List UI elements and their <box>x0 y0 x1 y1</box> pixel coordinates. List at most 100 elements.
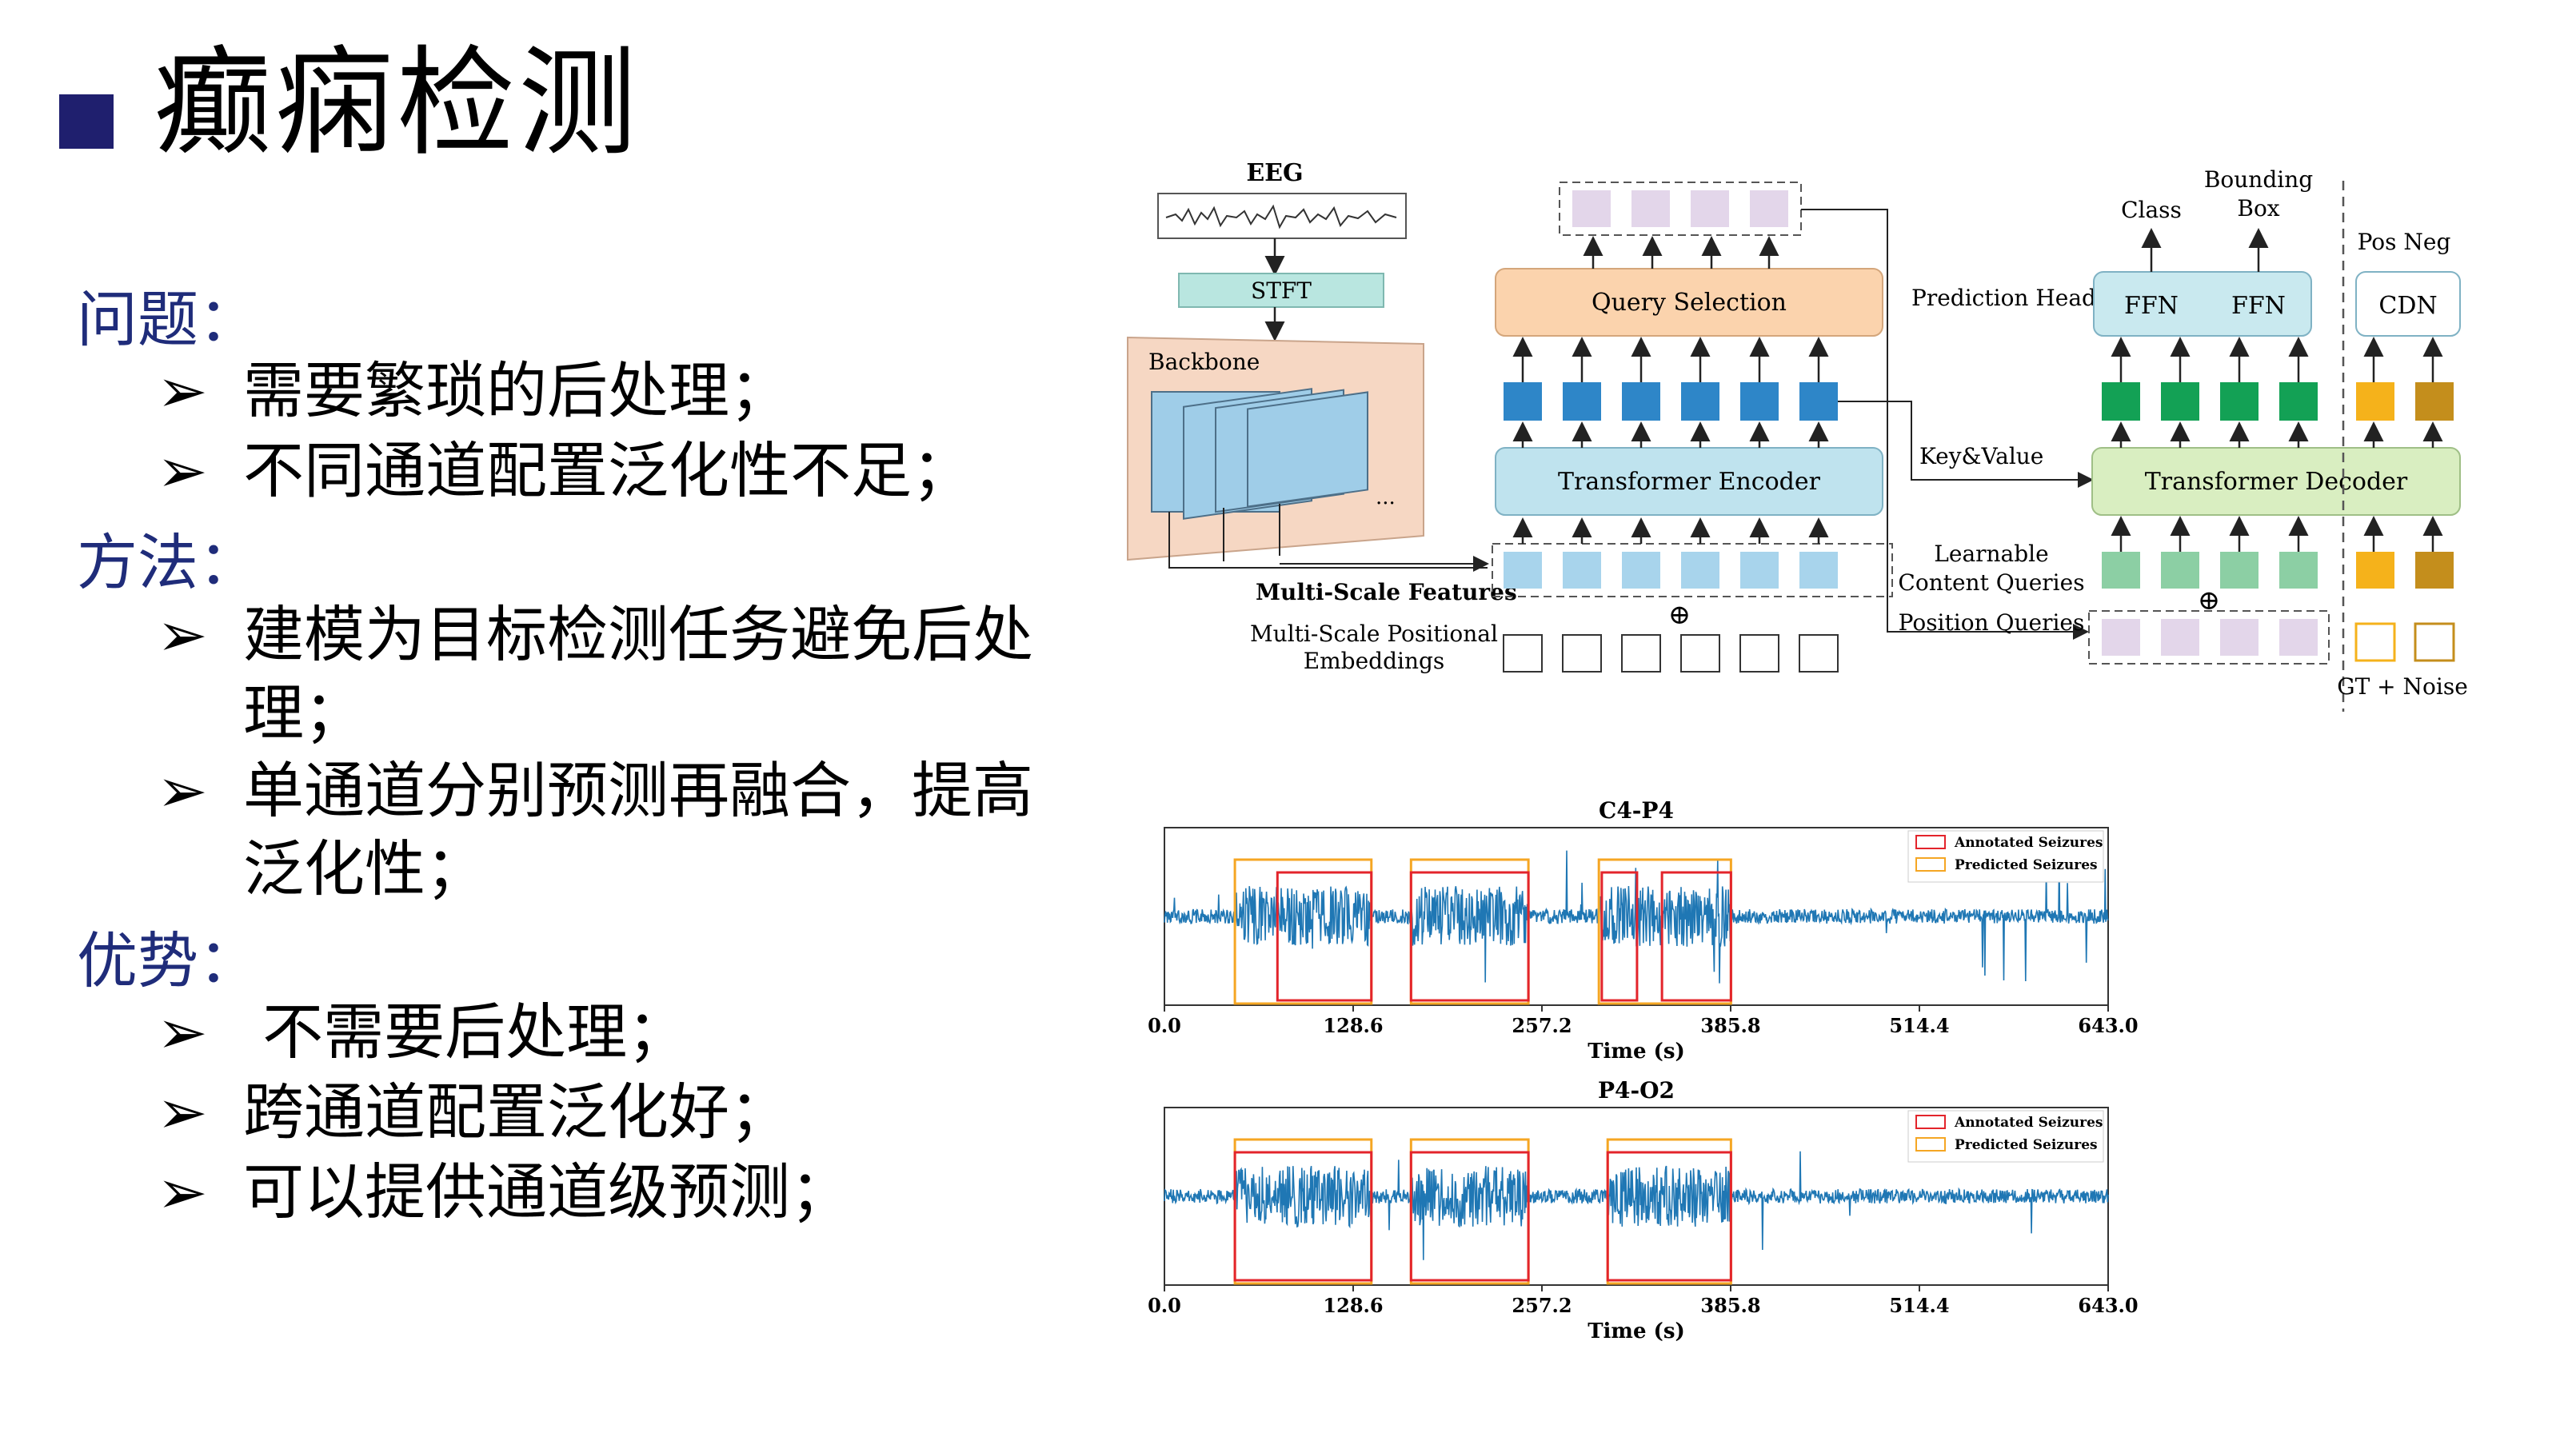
annotated-seizure-box <box>1600 871 1639 1002</box>
title-bullet-square <box>59 94 114 149</box>
x-tick-label: 514.4 <box>1889 1294 1949 1317</box>
x-tick-label: 0.0 <box>1148 1014 1181 1037</box>
bullet-item: ➢ 跨通道配置泛化好； <box>157 1073 1068 1152</box>
ffn-label-2: FFN <box>2231 292 2286 320</box>
learnable-label-1: Learnable <box>1934 541 2048 567</box>
x-tick-label: 128.6 <box>1323 1014 1383 1037</box>
ffn-box <box>2093 271 2312 337</box>
orange-token <box>2356 382 2394 421</box>
dark-blue-tokens <box>1504 382 1838 421</box>
brown-token <box>2415 382 2454 421</box>
cdn-label: CDN <box>2378 292 2437 320</box>
arrow-bullet-icon: ➢ <box>157 755 208 826</box>
green-tokens <box>2102 382 2318 421</box>
backbone-ellipsis: ... <box>1376 485 1396 509</box>
x-tick-label: 257.2 <box>1512 1014 1572 1037</box>
stft-box <box>1178 273 1384 308</box>
x-tick-label: 643.0 <box>2078 1294 2138 1317</box>
bounding-label-1: Bounding <box>2204 166 2313 193</box>
legend-label: Predicted Seizures <box>1955 1137 2098 1153</box>
x-tick-label: 0.0 <box>1148 1294 1181 1317</box>
oplus-encoder: ⊕ <box>1668 599 1691 631</box>
chart-title: C4-P4 <box>1599 797 1674 824</box>
prediction-head-label: Prediction Head <box>1911 285 2096 311</box>
key-value-label: Key&Value <box>1919 443 2043 469</box>
light-green-tokens <box>2102 552 2318 589</box>
annotated-seizure-box <box>1606 1151 1732 1282</box>
annotated-seizure-box <box>1276 871 1373 1002</box>
x-tick-label: 643.0 <box>2078 1014 2138 1037</box>
position-query-group <box>2088 610 2330 665</box>
multi-scale-features-label: Multi-Scale Features <box>1256 579 1517 605</box>
chart-legend <box>1907 830 2104 883</box>
positional-embeddings-label-1: Multi-Scale Positional <box>1250 621 1498 647</box>
legend-label: Annotated Seizures <box>1954 1115 2103 1131</box>
eeg-waveform <box>1165 204 1397 230</box>
arrow-bullet-icon: ➢ <box>157 435 208 506</box>
section-heading-problem: 问题： <box>77 284 259 355</box>
eeg-signal-box <box>1157 193 1407 239</box>
feature-map-card <box>1247 391 1368 508</box>
purple-tokens-bottom <box>2102 619 2318 656</box>
light-blue-tokens <box>1504 552 1838 589</box>
chart-title: P4-O2 <box>1598 1077 1675 1104</box>
feature-token-group <box>1492 543 1893 597</box>
positional-embeddings-label-2: Embeddings <box>1304 648 1445 674</box>
arrow-bullet-icon: ➢ <box>157 355 208 426</box>
x-tick-label: 257.2 <box>1512 1294 1572 1317</box>
x-tick-label: 385.8 <box>1700 1294 1760 1317</box>
ffn-label-1: FFN <box>2124 292 2179 320</box>
legend-label: Predicted Seizures <box>1955 857 2098 873</box>
annotated-seizure-box <box>1660 871 1732 1002</box>
noise-token <box>2414 622 2455 662</box>
bullet-item-text: 可以提供通道级预测； <box>243 1156 851 1227</box>
bullet-item-text: 建模为目标检测任务避免后处理； <box>243 599 1033 748</box>
legend-swatch <box>1915 857 1946 872</box>
gt-noise-label: GT + Noise <box>2337 673 2468 700</box>
arrow-bullet-icon: ➢ <box>157 599 208 670</box>
query-selection-label: Query Selection <box>1592 289 1787 317</box>
class-label: Class <box>2121 197 2182 223</box>
legend-swatch <box>1915 835 1946 849</box>
cdn-box <box>2355 271 2461 337</box>
x-tick-label: 514.4 <box>1889 1014 1949 1037</box>
query-selection-box <box>1495 268 1883 337</box>
bullet-item: ➢ 可以提供通道级预测； <box>157 1153 1068 1231</box>
x-tick-label: 128.6 <box>1323 1294 1383 1317</box>
x-axis-label: Time (s) <box>1588 1040 1685 1064</box>
bullet-item: ➢ 建模为目标检测任务避免后处理； <box>157 596 1068 752</box>
learnable-label-2: Content Queries <box>1898 569 2084 596</box>
bullet-item-text: 不同通道配置泛化性不足； <box>243 435 972 506</box>
orange-token <box>2356 552 2394 589</box>
legend-label: Annotated Seizures <box>1954 835 2103 851</box>
bounding-label-2: Box <box>2237 195 2279 222</box>
brown-token <box>2415 552 2454 589</box>
positional-embedding-tokens <box>1503 634 1839 673</box>
bullet-item: ➢ 不需要后处理； <box>157 993 1068 1072</box>
annotated-seizure-box <box>1233 1151 1373 1282</box>
bullet-item: ➢ 需要繁琐的后处理； <box>157 352 1068 430</box>
pos-neg-label: Pos Neg <box>2358 229 2451 255</box>
position-queries-label: Position Queries <box>1899 609 2085 636</box>
annotated-seizure-box <box>1409 871 1530 1002</box>
purple-tokens-top <box>1572 190 1788 227</box>
bullet-item: ➢ 单通道分别预测再融合，提高泛化性； <box>157 752 1068 908</box>
eeg-label: EEG <box>1246 159 1303 187</box>
legend-swatch <box>1915 1137 1946 1152</box>
architecture-diagram: EEG STFT Backbone ... Multi-Scale Featur… <box>1127 159 2468 712</box>
transformer-decoder-box <box>2091 447 2461 516</box>
bullet-item-text: 单通道分别预测再融合，提高泛化性； <box>243 755 1033 904</box>
transformer-encoder-box <box>1495 447 1883 516</box>
bullet-item-text: 跨通道配置泛化好； <box>243 1076 790 1148</box>
x-axis-label: Time (s) <box>1588 1319 1685 1343</box>
legend-swatch <box>1915 1115 1946 1129</box>
selected-query-group <box>1559 182 1802 236</box>
x-tick-label: 385.8 <box>1700 1014 1760 1037</box>
arrow-bullet-icon: ➢ <box>157 996 208 1068</box>
bullet-item-text: 不需要后处理； <box>243 996 689 1068</box>
transformer-encoder-label: Transformer Encoder <box>1558 468 1821 496</box>
section-heading-method: 方法： <box>77 527 259 598</box>
slide-title: 癫痫检测 <box>154 34 640 172</box>
